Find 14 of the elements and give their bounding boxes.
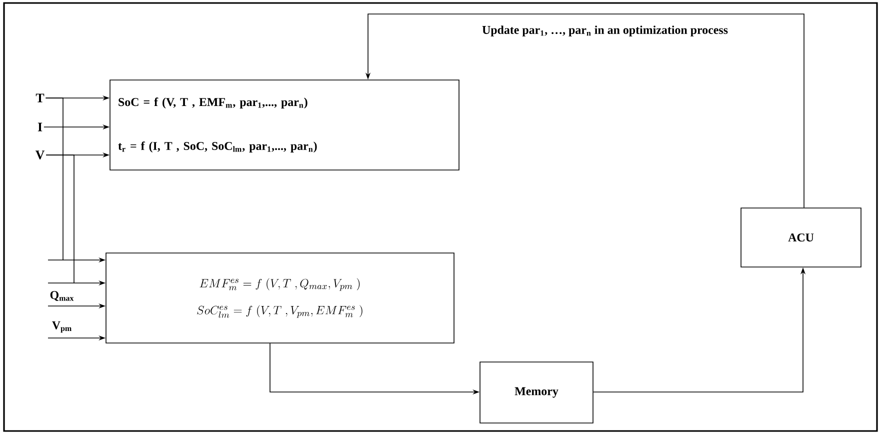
edge-label: Update par$_{1}$, …, par$_{n}$ in an optimization process: [482, 26, 728, 36]
edge-label: Q$_{max}$: [50, 291, 74, 301]
formula: $SoC_{lm}^{es} = f\ (V,T\ ,V_{pm},EMF_m^{es}\ )$: [197, 305, 362, 318]
formula-text: t$_{r}$ = f (I, T , SoC, SoC$_{lm}$, par$_{1}$,..., par$_{n}$): [118, 141, 317, 152]
equation-box: [110, 80, 460, 170]
process-box: ACU: [740, 208, 862, 268]
equation-box: [106, 252, 454, 344]
edge-label: V$_{pm}$: [52, 321, 72, 333]
input-label: V: [35, 150, 45, 160]
formula: $EMF_m^{es} = f\ (V,T\ ,Q_{max},V_{pm}\ )$: [200, 278, 360, 291]
input-label: I: [38, 122, 42, 132]
input-label: T: [36, 94, 44, 102]
formula-text: SoC = f (V, T , EMF$_{m}$, par$_{1}$,..., par$_{n}$): [118, 98, 308, 108]
process-box: Memory: [480, 362, 594, 424]
